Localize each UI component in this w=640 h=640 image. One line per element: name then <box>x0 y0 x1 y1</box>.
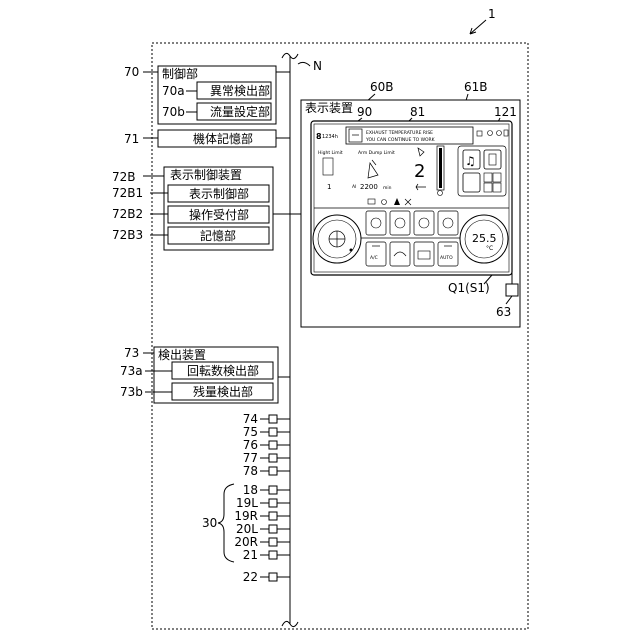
rpm-prefix: AI <box>352 184 356 190</box>
hour-value: 1234h <box>322 134 338 140</box>
sensor-node <box>269 415 277 423</box>
storage-label: 記憶部 <box>200 228 236 243</box>
ref-screen: 61B <box>464 80 488 94</box>
remaining-detector-label: 残量検出部 <box>193 384 253 399</box>
sensor-node <box>269 525 277 533</box>
sensor-node <box>269 441 277 449</box>
temperature-unit: °C <box>486 245 493 252</box>
fuel-bar-level <box>439 148 442 188</box>
machine-memory-label: 機体記憶部 <box>193 131 253 146</box>
display-device-label: 表示装置 <box>305 101 353 115</box>
ref-system: 1 <box>488 7 496 21</box>
sensor-node <box>269 573 277 581</box>
sensor-ref-label: 78 <box>243 464 258 478</box>
message-line2: YOU CAN CONTINUE TO WORK <box>365 137 436 143</box>
hight-limit: Hight Limit <box>318 150 343 156</box>
ref-display-controller: 72B1 <box>112 186 143 200</box>
ref-machine-memory: 71 <box>124 132 139 146</box>
ref-flow-setter: 70b <box>162 105 185 119</box>
sensor-ref-label: 74 <box>243 412 258 426</box>
ref-detection-device: 73 <box>124 346 139 360</box>
controller-label: 制御部 <box>162 66 198 81</box>
display-controller-label: 表示制御部 <box>189 186 249 201</box>
sensor-node <box>269 499 277 507</box>
sensor-ref-label: 18 <box>243 483 258 497</box>
ref-network-leader <box>298 62 310 66</box>
ref-rotation-detector: 73a <box>120 364 143 378</box>
operation-receiver-label: 操作受付部 <box>189 207 249 222</box>
arm-dump-limit: Arm Dump Limit <box>358 150 395 156</box>
ref-message-area: 81 <box>410 105 425 119</box>
sensor-ref-label: 21 <box>243 548 258 562</box>
rpm-unit: min <box>383 185 392 191</box>
sensor-ref-label: 76 <box>243 438 258 452</box>
flow-setter-label: 流量設定部 <box>210 104 270 119</box>
sensor-ref-label: 19L <box>236 496 258 510</box>
ref-remaining-detector: 73b <box>120 385 143 399</box>
ref-abnormality-detector: 70a <box>162 84 185 98</box>
sensor-ref-label: 22 <box>243 570 258 584</box>
ref-system-arrow <box>470 20 486 34</box>
rpm-value: 2200 <box>360 183 378 191</box>
sensor-ref-label: 20R <box>234 535 258 549</box>
message-line1: EXHAUST TEMPERATURE RISE <box>366 130 433 136</box>
ref-operation-receiver: 72B2 <box>112 207 143 221</box>
ref-storage: 72B3 <box>112 228 143 242</box>
display-control-device-label: 表示制御装置 <box>170 167 242 182</box>
ref-icon-area: 121 <box>494 105 517 119</box>
detection-device-label: 検出装置 <box>158 348 206 362</box>
switch-box <box>506 284 518 296</box>
ref-group: 30 <box>202 516 217 530</box>
group-bracket <box>218 484 234 562</box>
sensor-node <box>269 486 277 494</box>
sensor-ref-label: 75 <box>243 425 258 439</box>
sensor-node <box>269 551 277 559</box>
abnormality-detector-label: 異常検出部 <box>210 83 270 98</box>
ac-label: A/C <box>370 255 378 261</box>
sensor-node <box>269 467 277 475</box>
rotation-detector-label: 回転数検出部 <box>187 363 259 378</box>
gear-value: 2 <box>414 161 425 182</box>
ref-region: Q1(S1) <box>448 281 490 295</box>
ref-hour-meter: 90 <box>357 105 372 119</box>
ref-network: N <box>313 59 322 73</box>
sensor-node <box>269 512 277 520</box>
sensor-ref-label: 19R <box>234 509 258 523</box>
sensor-nodes: 7475767778 1819L19R20L20R21 22 <box>234 412 290 584</box>
ref-display-device: 60B <box>370 80 394 94</box>
auto-label: AUTO <box>440 255 453 261</box>
level-value: 1 <box>327 183 331 191</box>
temperature-value: 25.5 <box>472 232 497 245</box>
ref-controller: 70 <box>124 65 139 79</box>
sensor-node <box>269 428 277 436</box>
sensor-node <box>269 538 277 546</box>
music-icon-glyph: ♫ <box>465 154 476 168</box>
sensor-ref-label: 77 <box>243 451 258 465</box>
ref-switch: 63 <box>496 305 511 319</box>
sensor-ref-label: 20L <box>236 522 258 536</box>
fan-dial-marker <box>350 249 353 252</box>
ref-display-control-device: 72B <box>112 170 136 184</box>
sensor-node <box>269 454 277 462</box>
